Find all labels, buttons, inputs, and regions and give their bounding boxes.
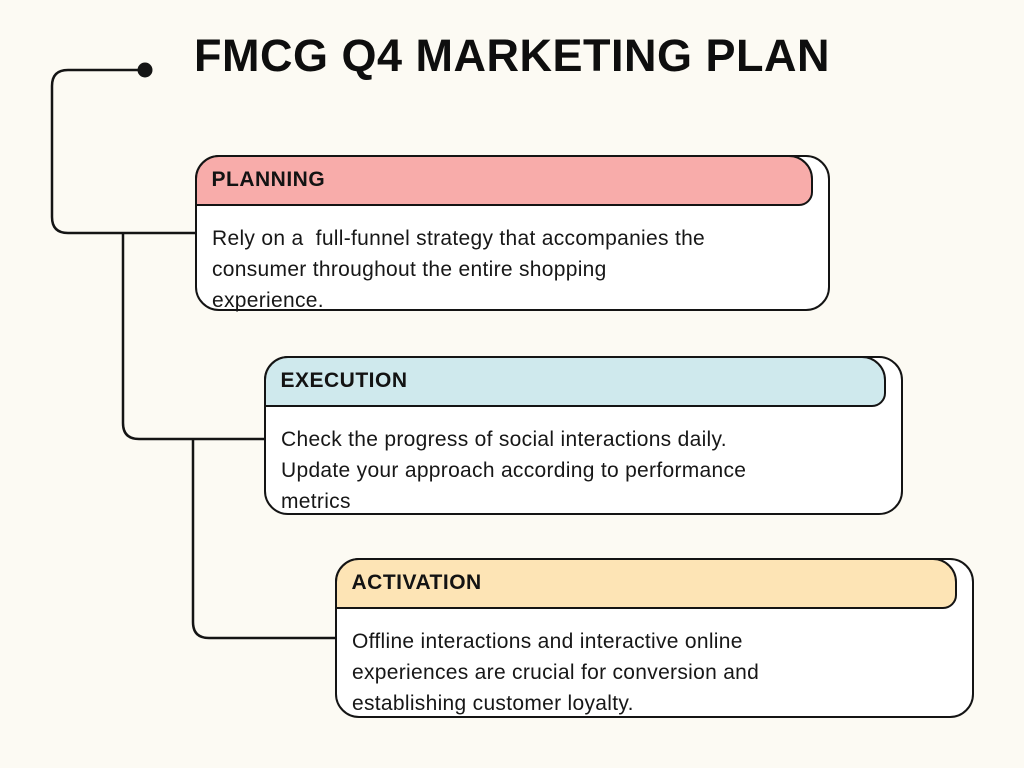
card-planning-header: PLANNING [194, 154, 813, 206]
card-execution: EXECUTION Check the progress of social i… [263, 355, 903, 515]
card-activation-header: ACTIVATION [334, 557, 957, 609]
card-planning-description: Rely on a full-funnel strategy that acco… [212, 227, 706, 312]
connector-branch-execution [121, 233, 266, 441]
card-planning: PLANNING Rely on a full-funnel strategy … [194, 154, 830, 312]
card-execution-title: EXECUTION [280, 369, 408, 392]
card-activation: ACTIVATION Offline interactions and inte… [334, 557, 974, 718]
page-title: FMCG Q4 MARKETING PLAN [194, 30, 830, 81]
connector-branch-activation [191, 439, 337, 640]
card-activation-description: Offline interactions and interactive onl… [352, 630, 760, 715]
card-planning-title: PLANNING [211, 168, 326, 191]
card-execution-header: EXECUTION [263, 355, 886, 407]
card-execution-description: Check the progress of social interaction… [281, 428, 747, 513]
connector-root-dot [137, 62, 153, 78]
card-activation-title: ACTIVATION [351, 571, 482, 594]
connector-branch-planning [50, 68, 197, 235]
